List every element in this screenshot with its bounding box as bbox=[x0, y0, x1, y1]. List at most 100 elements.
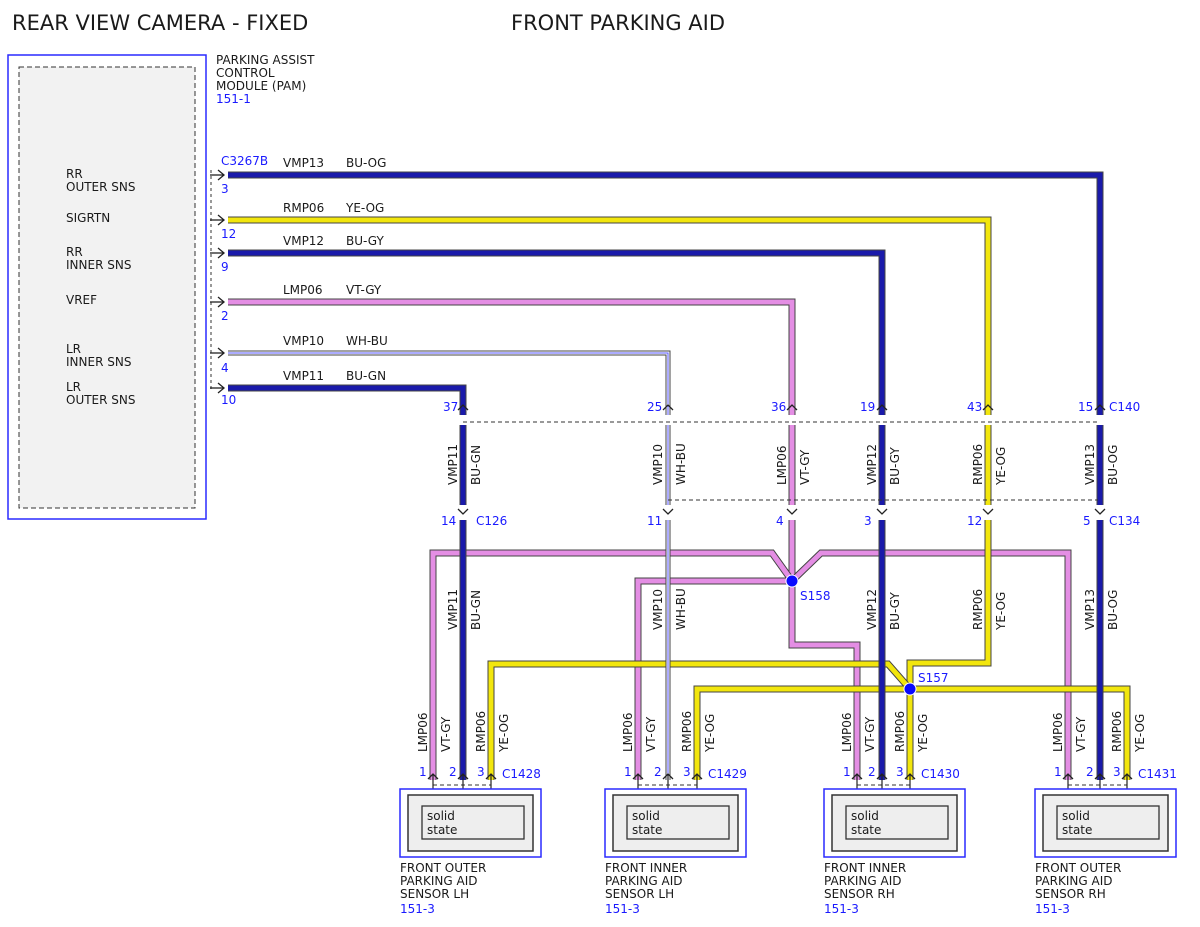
pin-name-rr-outer-1: RR bbox=[66, 167, 83, 181]
lower-wire-circuit-0: VMP11 bbox=[446, 589, 460, 630]
module-inner-box bbox=[18, 66, 196, 509]
c126-pin-14: 14 bbox=[441, 514, 456, 528]
pin-name-rr-outer-2: OUTER SNS bbox=[66, 180, 136, 194]
mid-wire-color-2: VT-GY bbox=[798, 449, 812, 485]
sensor-2-name-1: FRONT INNER bbox=[824, 861, 906, 875]
sensor-2-inner-2: state bbox=[851, 823, 881, 837]
sensor-0-name-2: PARKING AID bbox=[400, 874, 478, 888]
sensor-3-connector: C1431 bbox=[1138, 767, 1177, 781]
sensor-1-pin-3: 3 bbox=[683, 765, 691, 779]
lower-wire-color-0: BU-GN bbox=[469, 590, 483, 630]
sensor-1-inner-1: solid bbox=[632, 809, 660, 823]
module-pin-2: 2 bbox=[221, 309, 229, 323]
sensor-1-w3-circuit: RMP06 bbox=[680, 711, 694, 752]
sensor-1-solid-state-box bbox=[626, 805, 730, 840]
c134-pin-12: 12 bbox=[967, 514, 982, 528]
sensor-3-pin-3: 3 bbox=[1113, 765, 1121, 779]
top-wire-circuit-4: VMP10 bbox=[283, 334, 324, 348]
c134-pin-4: 4 bbox=[776, 514, 784, 528]
vref-to-c1431 bbox=[790, 550, 1071, 780]
mid-wire-circuit-4: RMP06 bbox=[971, 444, 985, 485]
module-name-line-3: MODULE (PAM) bbox=[216, 79, 306, 93]
sensor-1-connector: C1429 bbox=[708, 767, 747, 781]
sensor-3-name-3: SENSOR RH bbox=[1035, 887, 1106, 901]
sensor-2-w1-circuit: LMP06 bbox=[840, 712, 854, 752]
module-pin-4: 4 bbox=[221, 361, 229, 375]
sensor-2-w3-circuit: RMP06 bbox=[893, 711, 907, 752]
top-wire-vmp12 bbox=[228, 250, 885, 415]
top-wire-color-5: BU-GN bbox=[346, 369, 386, 383]
top-wire-vmp10-stripe bbox=[228, 352, 669, 415]
c134-arrow-4 bbox=[982, 508, 994, 515]
sensor-2-pin-3: 3 bbox=[896, 765, 904, 779]
mid-wire-circuit-3: VMP12 bbox=[865, 444, 879, 485]
c140-arrow-3 bbox=[876, 404, 888, 411]
module-name-line-2: CONTROL bbox=[216, 66, 275, 80]
sensor-3-inner-2: state bbox=[1062, 823, 1092, 837]
mid-wire-color-5: BU-OG bbox=[1106, 445, 1120, 485]
top-wire-color-2: BU-GY bbox=[346, 234, 384, 248]
sensor-2-w1-color: VT-GY bbox=[863, 716, 877, 752]
top-wire-rmp06 bbox=[228, 217, 991, 415]
sensor-3-w3-color: YE-OG bbox=[1133, 714, 1147, 753]
sensor-0-name-3: SENSOR LH bbox=[400, 887, 469, 901]
splice-s157-dot bbox=[903, 682, 917, 696]
c140-arrow-5 bbox=[1094, 404, 1106, 411]
c140-arrow-0 bbox=[457, 404, 469, 411]
module-pin-10: 10 bbox=[221, 393, 236, 407]
sensor-2-pin-2: 2 bbox=[868, 765, 876, 779]
mid-wire-color-1: WH-BU bbox=[674, 443, 688, 485]
sensor-2-pin-1: 1 bbox=[843, 765, 851, 779]
c134-arrow-0 bbox=[457, 508, 469, 515]
sensor-1-w1-color: VT-GY bbox=[644, 716, 658, 752]
sensor-0-pin-3: 3 bbox=[477, 765, 485, 779]
top-wire-lmp06 bbox=[228, 299, 795, 415]
top-wire-vmp13 bbox=[228, 172, 1103, 415]
top-wire-vmp11-outline bbox=[228, 384, 467, 415]
top-wire-circuit-1: RMP06 bbox=[283, 201, 324, 215]
lower-wire-circuit-4: VMP13 bbox=[1083, 589, 1097, 630]
sensor-0-pin-1: 1 bbox=[419, 765, 427, 779]
sensor-3-solid-state-box bbox=[1056, 805, 1160, 840]
pin-name-sigrtn: SIGRTN bbox=[66, 211, 110, 225]
mid-wire-circuit-0: VMP11 bbox=[446, 444, 460, 485]
top-wire-color-1: YE-OG bbox=[345, 201, 384, 215]
sensor-3-w1-color: VT-GY bbox=[1074, 716, 1088, 752]
pin-name-lr-inner-2: INNER SNS bbox=[66, 355, 131, 369]
lower-sigrtn-trunk bbox=[907, 520, 991, 689]
top-wire-circuit-5: VMP11 bbox=[283, 369, 324, 383]
top-wire-color-0: BU-OG bbox=[346, 156, 386, 170]
sensor-2-name-3: SENSOR RH bbox=[824, 887, 895, 901]
c134-pin-5: 5 bbox=[1083, 514, 1091, 528]
pin-name-rr-inner-2: INNER SNS bbox=[66, 258, 131, 272]
top-wire-lmp06-outline bbox=[228, 298, 796, 415]
module-connector-label: C3267B bbox=[221, 154, 268, 168]
lower-wire-color-4: BU-OG bbox=[1106, 590, 1120, 630]
c134-arrow-3 bbox=[876, 508, 888, 515]
c140-arrow-1 bbox=[662, 404, 674, 411]
sensor-3-w1-circuit: LMP06 bbox=[1051, 712, 1065, 752]
vref-to-c1428 bbox=[430, 550, 795, 780]
c140-pin-15: 15 bbox=[1078, 400, 1093, 414]
sensor-0-solid-state-box bbox=[421, 805, 525, 840]
sensor-1-inner-2: state bbox=[632, 823, 662, 837]
c140-pin-37: 37 bbox=[443, 400, 458, 414]
module-pin-9: 9 bbox=[221, 260, 229, 274]
lower-wire-circuit-3: RMP06 bbox=[971, 589, 985, 630]
sensor-2-connector: C1430 bbox=[921, 767, 960, 781]
mid-wire-circuit-2: LMP06 bbox=[775, 445, 789, 485]
c140-pin-43: 43 bbox=[967, 400, 982, 414]
lower-wire-color-1: WH-BU bbox=[674, 588, 688, 630]
c134-pin-11: 11 bbox=[647, 514, 662, 528]
sensor-2-ref: 151-3 bbox=[824, 902, 859, 916]
sensor-2-solid-state-box bbox=[845, 805, 949, 840]
c134-pin-3: 3 bbox=[864, 514, 872, 528]
lower-wire-circuit-1: VMP10 bbox=[651, 589, 665, 630]
module-ref: 151-1 bbox=[216, 92, 251, 106]
module-pin-12: 12 bbox=[221, 227, 236, 241]
splice-s157-label: S157 bbox=[918, 671, 949, 685]
sensor-3-pin-2: 2 bbox=[1086, 765, 1094, 779]
pin-name-lr-outer-1: LR bbox=[66, 380, 81, 394]
c134-arrow-1 bbox=[662, 508, 674, 515]
